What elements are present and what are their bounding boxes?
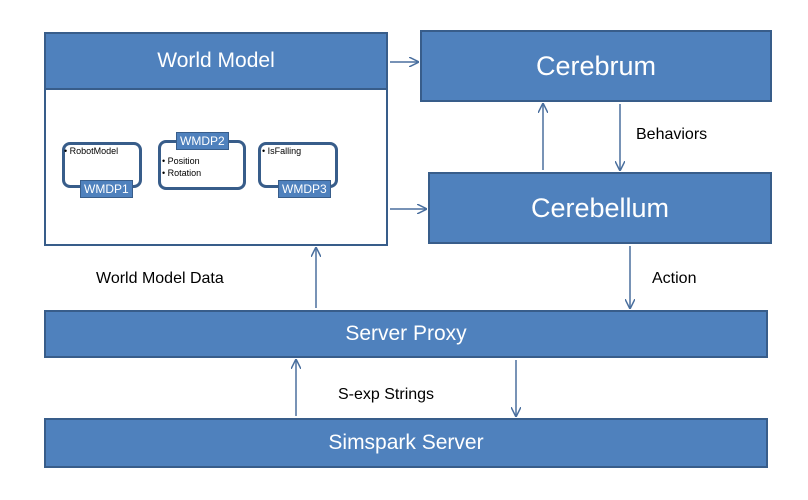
cerebrum-box: Cerebrum	[420, 30, 772, 102]
wmdp2-item-position: • Position	[162, 156, 200, 166]
label-behaviors: Behaviors	[636, 126, 708, 143]
wmdp3-tag: WMDP3	[278, 180, 331, 198]
wmdp1-tag: WMDP1	[80, 180, 133, 198]
world-model-body	[44, 90, 388, 246]
wmdp1-item: • RobotModel	[64, 146, 119, 156]
cerebellum-box: Cerebellum	[428, 172, 772, 244]
wmdp2-tag: WMDP2	[176, 132, 229, 150]
server-proxy-box: Server Proxy	[44, 310, 768, 358]
world-model-title: World Model	[44, 32, 388, 90]
simspark-server-box: Simspark Server	[44, 418, 768, 468]
wmdp2-item-rotation: • Rotation	[162, 168, 202, 178]
label-sexp-strings: S-exp Strings	[338, 386, 435, 403]
label-world-model-data: World Model Data	[96, 270, 224, 287]
label-action: Action	[652, 270, 697, 287]
wmdp3-item: • IsFalling	[262, 146, 302, 156]
